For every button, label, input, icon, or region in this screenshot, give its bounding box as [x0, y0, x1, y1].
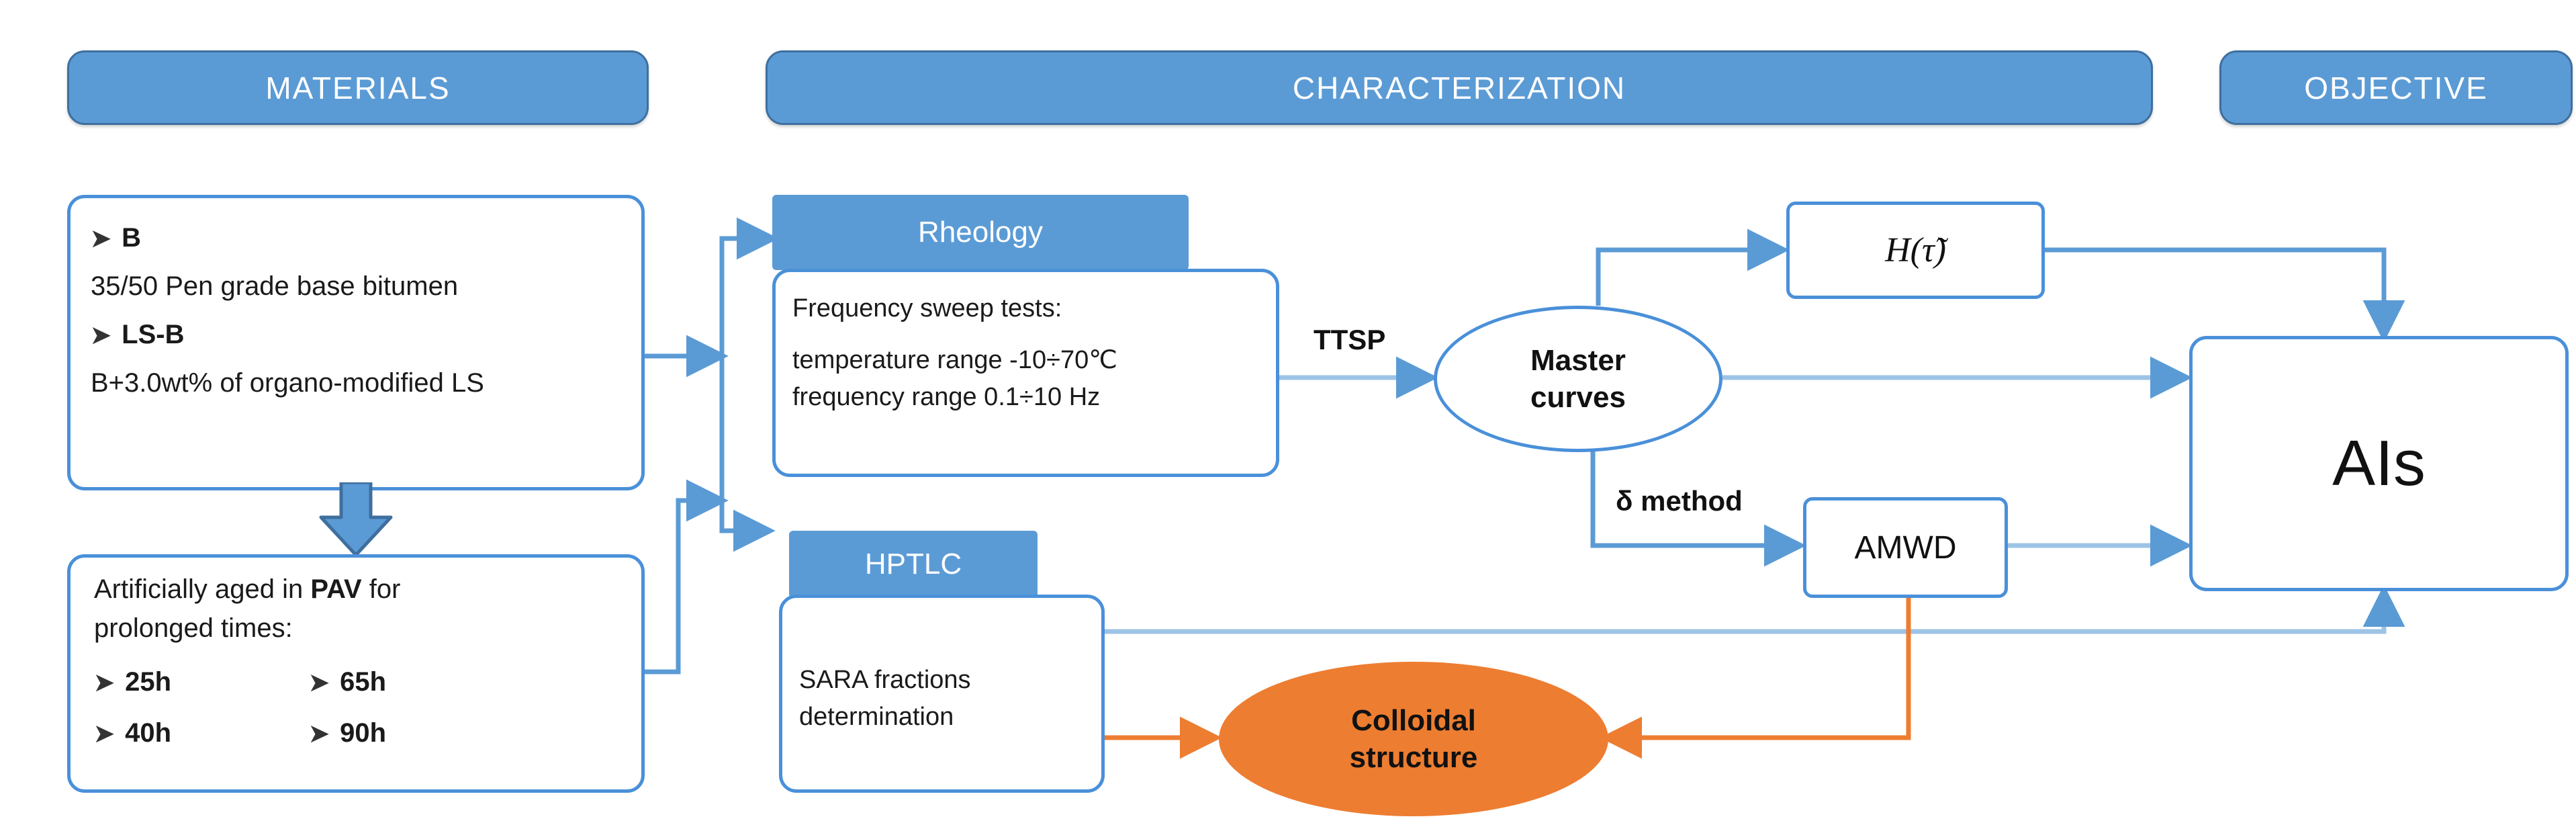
bullet-arrow-icon: ➤	[309, 720, 330, 747]
aging-times-row-1: ➤ 25h ➤ 65h	[94, 662, 631, 701]
bullet-arrow-icon: ➤	[91, 321, 111, 349]
colloidal-line-1: Colloidal	[1351, 704, 1476, 737]
materials-bullet-b-label: B	[122, 223, 142, 253]
hptlc-card-content: SARA fractions determination	[799, 662, 1095, 736]
hptlc-card	[779, 595, 1105, 793]
bullet-arrow-icon: ➤	[91, 224, 111, 252]
materials-bullet-lsb: ➤ LS-B	[91, 315, 628, 354]
hptlc-line-2: determination	[799, 703, 954, 732]
header-characterization: CHARACTERIZATION	[766, 50, 2153, 125]
aging-time-90h: ➤ 90h	[309, 713, 386, 752]
master-curves-node: Master curves	[1434, 306, 1722, 452]
rheology-card	[772, 269, 1279, 477]
aging-card	[67, 554, 645, 793]
aging-times-row-2: ➤ 40h ➤ 90h	[94, 713, 631, 752]
header-objective-label: OBJECTIVE	[2304, 70, 2488, 105]
header-materials-label: MATERIALS	[265, 70, 451, 105]
aging-card-content: Artificially aged in PAV for prolonged t…	[94, 570, 631, 752]
aging-line-1: Artificially aged in PAV for	[94, 570, 631, 609]
aging-time-65h-label: 65h	[340, 667, 387, 697]
materials-card-content: ➤ B 35/50 Pen grade base bitumen ➤ LS-B …	[91, 218, 628, 402]
relaxation-spectrum-box	[1786, 202, 2045, 299]
hptlc-title-bar: HPTLC	[789, 531, 1038, 598]
materials-card	[67, 195, 645, 490]
ttsp-label: TTSP	[1309, 324, 1390, 356]
hptlc-title-label: HPTLC	[864, 548, 962, 580]
master-curves-line-2: curves	[1530, 381, 1626, 414]
aging-time-25h: ➤ 25h	[94, 662, 248, 701]
ais-box	[2189, 336, 2569, 591]
master-curves-line-1: Master	[1530, 344, 1626, 377]
materials-line-1: 35/50 Pen grade base bitumen	[91, 271, 459, 301]
rheology-line-2: temperature range -10÷70℃	[792, 346, 1117, 375]
rheology-card-content: Frequency sweep tests: temperature range…	[792, 290, 1276, 416]
rheology-line-1: Frequency sweep tests:	[792, 294, 1062, 322]
hptlc-line-1: SARA fractions	[799, 666, 971, 694]
bullet-arrow-icon: ➤	[309, 668, 330, 696]
header-characterization-label: CHARACTERIZATION	[1292, 70, 1626, 105]
header-materials: MATERIALS	[67, 50, 649, 125]
ais-label: AIs	[2332, 427, 2426, 499]
materials-bullet-b: ➤ B	[91, 218, 628, 257]
aging-time-65h: ➤ 65h	[309, 662, 386, 701]
amwd-box	[1803, 497, 2008, 598]
aging-time-90h-label: 90h	[340, 718, 387, 748]
materials-bullet-lsb-label: LS-B	[122, 320, 185, 349]
amwd-label: AMWD	[1854, 529, 1957, 566]
materials-to-aging-arrow	[318, 480, 394, 557]
bullet-arrow-icon: ➤	[94, 668, 115, 696]
aging-time-40h: ➤ 40h	[94, 713, 248, 752]
bullet-arrow-icon: ➤	[94, 720, 115, 747]
rheology-line-3: frequency range 0.1÷10 Hz	[792, 383, 1101, 412]
aging-line-1c: for	[361, 574, 401, 604]
aging-line-2: prolonged times:	[94, 613, 293, 643]
rheology-title-label: Rheology	[918, 216, 1043, 249]
aging-time-25h-label: 25h	[125, 667, 172, 697]
materials-line-2: B+3.0wt% of organo-modified LS	[91, 368, 484, 398]
colloidal-structure-node: Colloidal structure	[1219, 662, 1608, 816]
header-objective: OBJECTIVE	[2219, 50, 2573, 125]
aging-line-1a: Artificially aged in	[94, 574, 311, 604]
aging-time-40h-label: 40h	[125, 718, 172, 748]
relaxation-spectrum-label: H(τ̃)	[1885, 231, 1946, 269]
aging-pav-label: PAV	[310, 574, 362, 604]
delta-method-label: δ method	[1612, 485, 1747, 517]
rheology-title-bar: Rheology	[772, 195, 1189, 270]
colloidal-line-2: structure	[1349, 741, 1478, 774]
